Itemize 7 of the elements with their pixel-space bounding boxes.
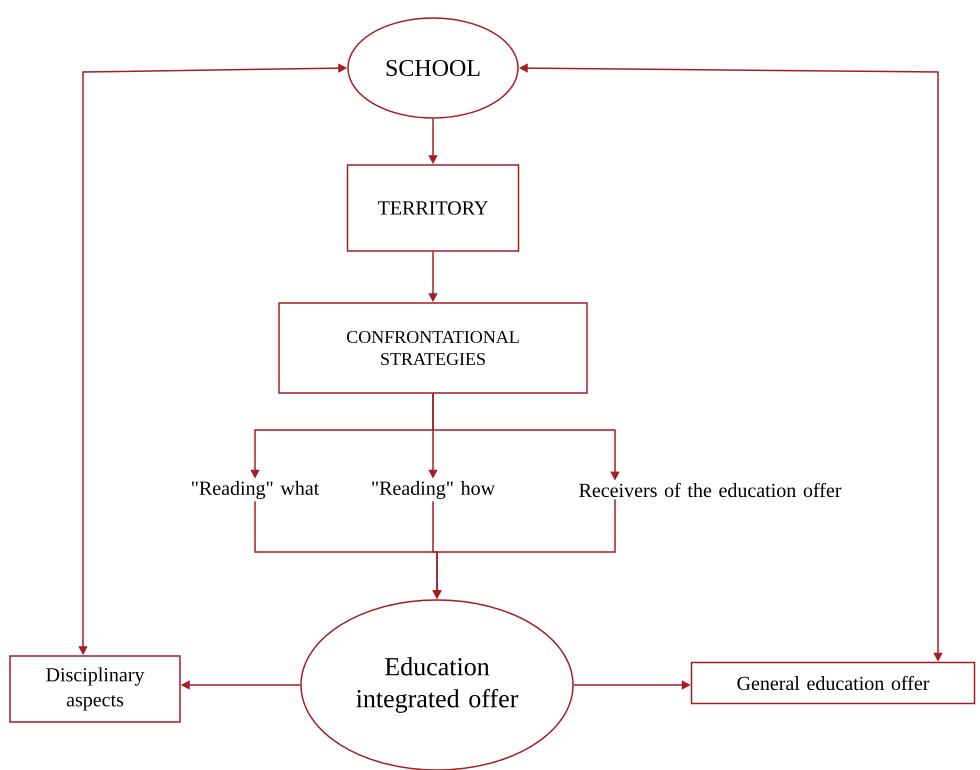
process-box: Disciplinary aspects (9, 655, 181, 723)
branch-label: "Reading" what (192, 480, 320, 500)
branch-label: "Reading" how (372, 480, 495, 500)
process-box: TERRITORY (346, 164, 520, 252)
process-box: CONFRONTATIONAL STRATEGIES (278, 302, 588, 394)
process-box: General education offer (690, 662, 976, 704)
branch-label: Receivers of the education offer (579, 482, 842, 498)
